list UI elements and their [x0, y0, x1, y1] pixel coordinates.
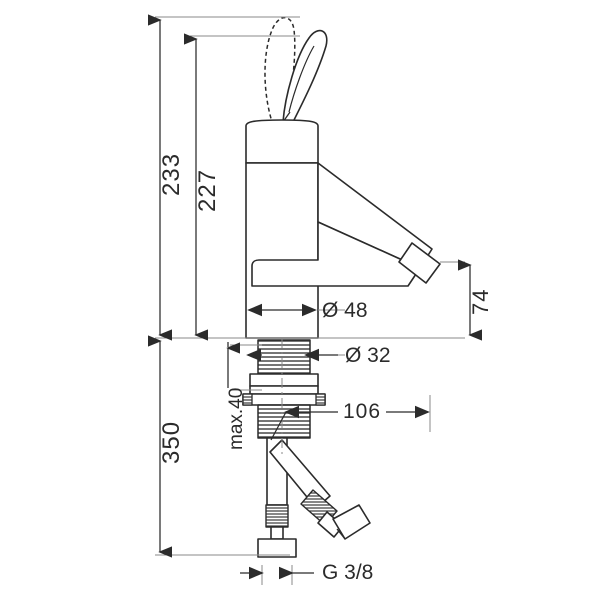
- mounting-washer: [249, 373, 319, 387]
- hose-straight-hex-nut: [257, 538, 297, 558]
- hose-angled-hex-nut: [332, 504, 371, 540]
- dim-label-227: 227: [194, 168, 221, 212]
- shank-thread-lower: [257, 404, 311, 439]
- hose-straight-ferrule: [265, 504, 289, 528]
- body-cap: [245, 119, 319, 164]
- product-outline: [242, 16, 441, 558]
- body-column: [245, 162, 319, 339]
- lever-handle-solid: [282, 29, 328, 125]
- dim-line-106-leader: [270, 411, 287, 441]
- dim-label-d48: Ø 48: [322, 299, 368, 322]
- dim-label-d32: Ø 32: [345, 344, 391, 367]
- mounting-nut-left-knurl: [242, 393, 253, 406]
- hose-straight-neck: [270, 526, 284, 540]
- dim-label-106: 106: [338, 400, 387, 424]
- lever-inner-line: [288, 45, 315, 113]
- shank-thread-upper: [257, 339, 311, 375]
- dim-label-g38: G 3/8: [322, 561, 374, 584]
- dim-label-74: 74: [468, 288, 493, 315]
- mounting-nut-right-knurl: [315, 393, 326, 406]
- spout-aerator: [398, 242, 441, 284]
- mounting-nut: [242, 393, 326, 406]
- dim-label-350: 350: [158, 420, 185, 464]
- dim-label-233: 233: [158, 152, 185, 196]
- hose-angled-nut-edge: [336, 528, 346, 540]
- dimension-lines: [147, 14, 483, 580]
- dim-label-max40: max.40: [226, 387, 247, 450]
